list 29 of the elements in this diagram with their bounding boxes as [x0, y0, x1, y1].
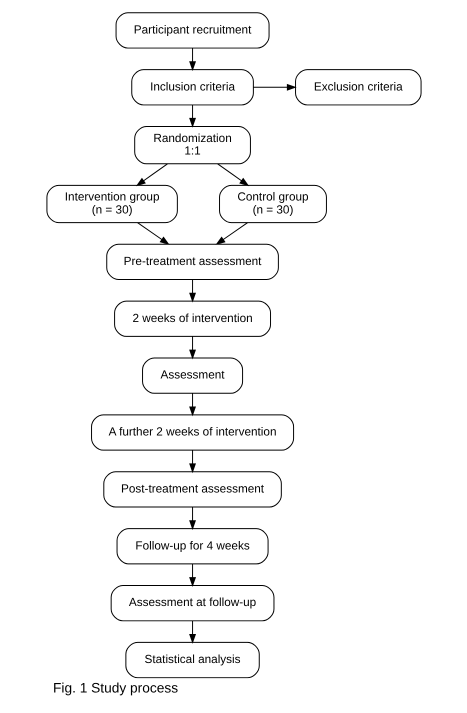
node-box: Inclusion criteria — [130, 69, 254, 106]
arrow — [188, 450, 196, 474]
arrow — [188, 392, 196, 416]
arrow — [188, 104, 196, 128]
node-box: Exclusion criteria — [294, 69, 422, 106]
arrow — [188, 336, 196, 360]
arrow — [188, 279, 196, 303]
node-box: Post-treatment assessment — [102, 471, 282, 508]
arrow — [135, 163, 168, 186]
node-box: Assessment — [142, 357, 243, 394]
node-box: Statistical analysis — [124, 642, 260, 678]
node-box: Intervention group (n = 30) — [46, 184, 178, 224]
arrow — [188, 564, 196, 587]
node-box: Randomization 1:1 — [134, 126, 250, 164]
caption: Fig. 1 Study process — [52, 680, 178, 696]
node-box: Control group (n = 30) — [218, 184, 326, 224]
arrow — [215, 222, 248, 245]
node-box: 2 weeks of intervention — [114, 300, 271, 337]
arrow — [188, 506, 196, 530]
node-box: A further 2 weeks of intervention — [90, 414, 294, 451]
arrow — [188, 620, 196, 644]
node-box: Pre-treatment assessment — [106, 244, 278, 280]
arrow — [216, 163, 249, 186]
arrow — [136, 222, 170, 245]
node-box: Assessment at follow-up — [110, 585, 274, 622]
arrow — [188, 48, 196, 72]
node-box: Participant recruitment — [115, 12, 270, 49]
node-box: Follow-up for 4 weeks — [116, 528, 268, 564]
arrow — [252, 84, 296, 91]
